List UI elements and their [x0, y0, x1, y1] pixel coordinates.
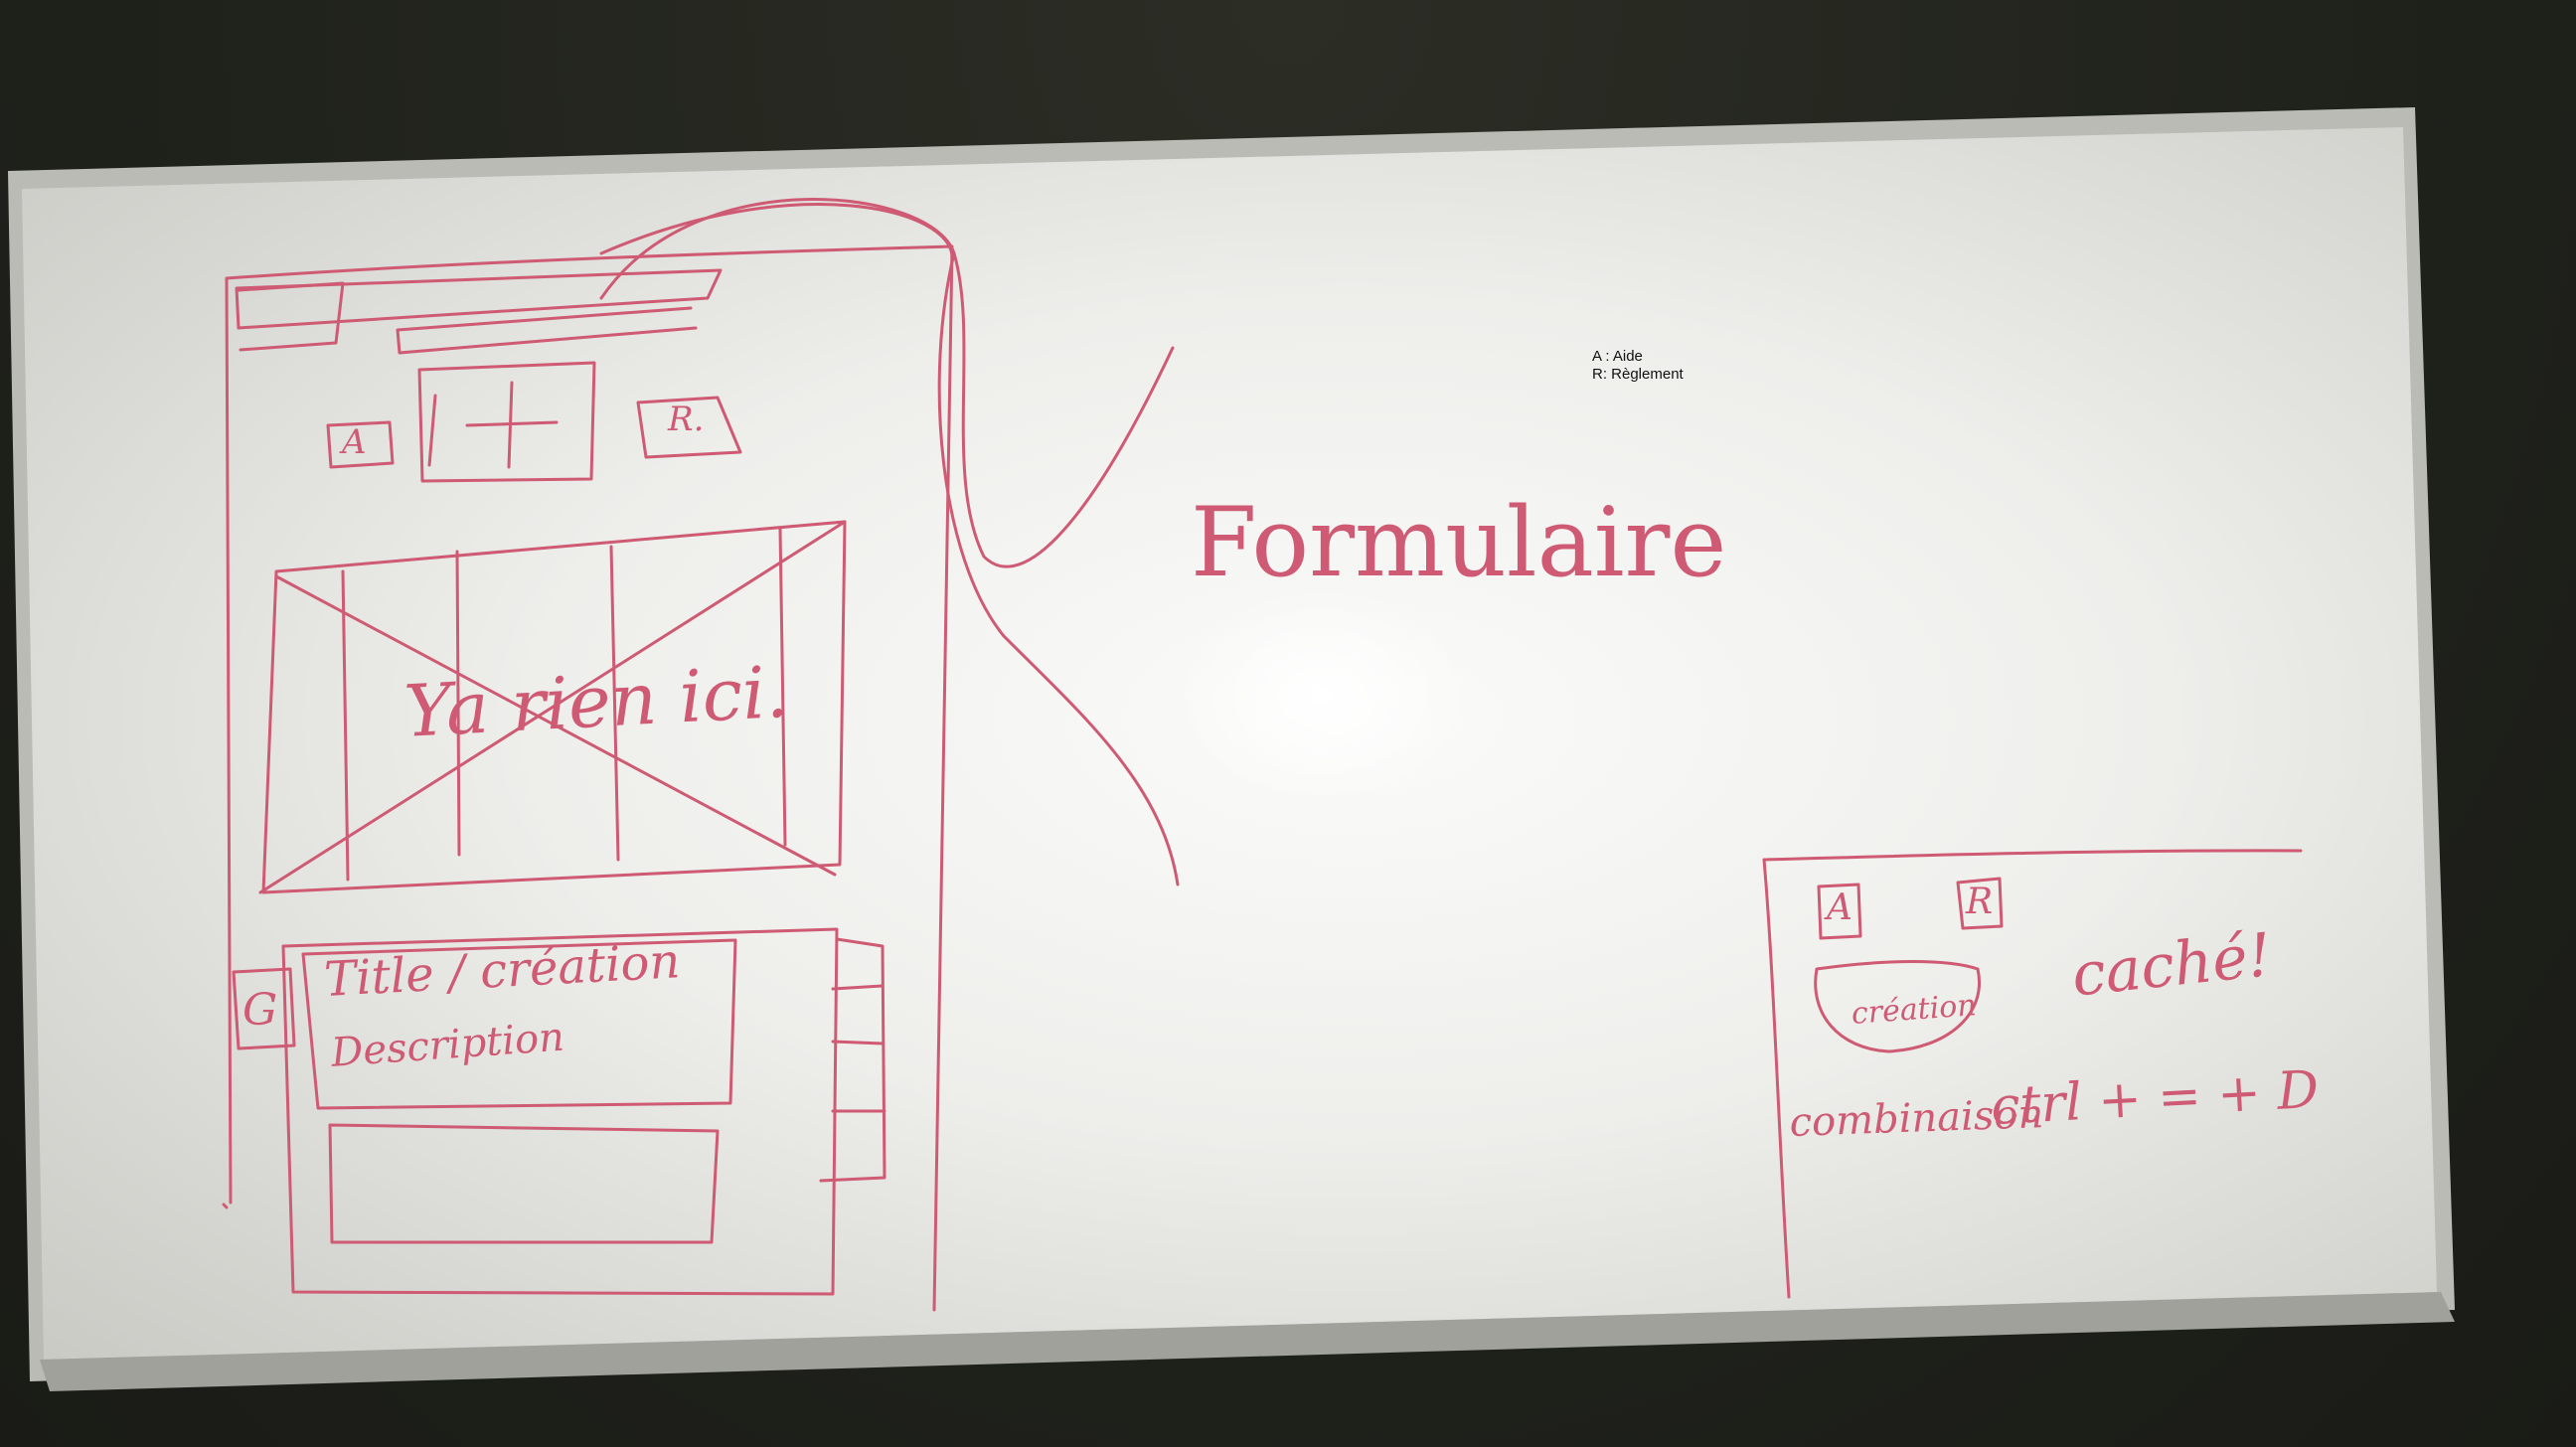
side-box-label: G: [242, 985, 278, 1036]
rules-box-label: R.: [668, 400, 705, 439]
phone-frame: [222, 244, 954, 1312]
help-box-label: A: [342, 422, 367, 462]
right-screen-frame: [1762, 849, 2303, 1299]
logo-box: [237, 281, 345, 352]
add-button: [417, 361, 596, 483]
empty-list-cross: [258, 520, 847, 894]
side-box: [232, 967, 296, 1050]
card-input-box: [328, 1123, 720, 1244]
rules-box: [636, 396, 742, 459]
empty-state-text: Ya rien ici.: [402, 649, 790, 753]
form-label: Formulaire: [1191, 487, 1727, 598]
legend-help: A : Aide: [1592, 348, 1643, 365]
card-side-buttons: [819, 937, 886, 1183]
empty-list-columns: [341, 527, 787, 882]
add-button-divider: [427, 394, 437, 467]
card-box: [301, 938, 737, 1110]
flash-glare: [1173, 586, 1471, 805]
header-bar: [235, 268, 723, 330]
right-help-box: [1817, 883, 1862, 940]
flow-arrow-to-form: [599, 198, 1175, 568]
creation-bowl-label: création: [1850, 988, 1978, 1032]
help-box: [326, 420, 395, 469]
legend-note: A : Aide R: Règlement: [1592, 348, 1684, 384]
right-help-box-label: A: [1827, 887, 1852, 928]
flow-swoosh-top: [599, 203, 954, 260]
header-bar-inner: [396, 306, 698, 355]
flow-line-to-form: [937, 251, 1180, 886]
plus-icon: [465, 381, 559, 469]
creation-bowl: [1814, 960, 1981, 1053]
legend-rules: R: Règlement: [1592, 366, 1684, 383]
marker-tray: [40, 1292, 2455, 1391]
empty-list-box: [261, 520, 847, 894]
right-rules-box-label: R: [1966, 882, 1994, 922]
right-rules-box: [1956, 877, 2004, 930]
card-list-frame: [281, 927, 839, 1296]
